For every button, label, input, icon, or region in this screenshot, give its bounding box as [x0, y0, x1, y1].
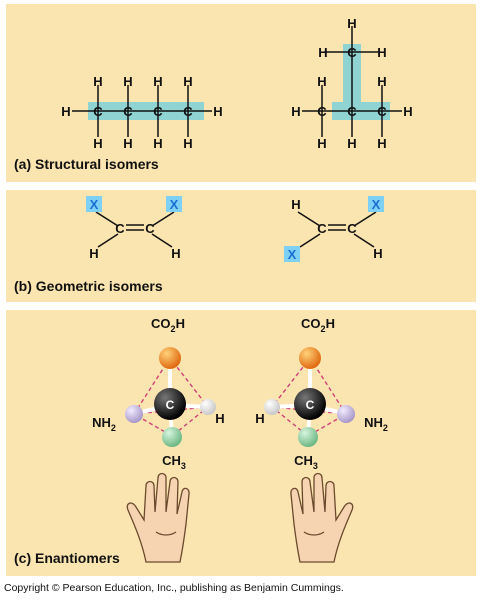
- atom-h: H: [347, 136, 356, 151]
- x-substituent-box: [284, 246, 300, 262]
- atom-h: H: [291, 197, 300, 212]
- atom-c: C: [145, 221, 155, 236]
- atom-h: H: [93, 74, 102, 89]
- enantiomers-diagram: C CO2H NH2 H CH3 C CO2H NH2 H: [92, 316, 388, 563]
- methyl-group-atom: [162, 427, 182, 447]
- atom-h: H: [153, 136, 162, 151]
- atom-h: H: [403, 104, 412, 119]
- atom-h: H: [153, 74, 162, 89]
- panel-structural-isomers: H H H H H H H H H H C C C C H H H: [6, 4, 476, 182]
- atom-h: H: [377, 74, 386, 89]
- atom-x: X: [90, 197, 99, 212]
- co2h-label: CO2H: [151, 316, 185, 334]
- chiral-carbon-atom: [294, 388, 326, 420]
- atom-c: C: [347, 45, 357, 60]
- atom-h: H: [93, 136, 102, 151]
- copyright-footer: Copyright © Pearson Education, Inc., pub…: [4, 582, 344, 594]
- atom-c: C: [306, 398, 315, 412]
- atom-c: C: [166, 398, 175, 412]
- atom-x: X: [288, 247, 297, 262]
- atom-c: C: [123, 104, 133, 119]
- isobutane-molecule: H H H C H H H H C C C H H H: [291, 16, 412, 151]
- x-substituent-box: [86, 196, 102, 212]
- ch3-label: CH3: [162, 453, 186, 471]
- atom-h: H: [291, 104, 300, 119]
- atom-h: H: [377, 45, 386, 60]
- right-hand-icon: [290, 472, 354, 563]
- geometric-isomers-label: (b) Geometric isomers: [14, 278, 163, 294]
- atom-h: H: [213, 104, 222, 119]
- left-hand-icon: [126, 472, 190, 563]
- structural-isomers-diagram: H H H H H H H H H H C C C C H H H: [61, 16, 412, 151]
- amino-group-atom: [125, 405, 143, 423]
- atom-h: H: [347, 16, 356, 31]
- atom-h: H: [183, 74, 192, 89]
- atom-h: H: [123, 74, 132, 89]
- atom-c: C: [153, 104, 163, 119]
- chiral-carbon-atom: [154, 388, 186, 420]
- atom-x: X: [170, 197, 179, 212]
- atom-h: H: [183, 136, 192, 151]
- butane-molecule: H H H H H H H H H H C C C C: [61, 74, 222, 151]
- atom-h: H: [89, 246, 98, 261]
- atom-h: H: [61, 104, 70, 119]
- carboxyl-group-atom: [299, 347, 321, 369]
- carboxyl-group-atom: [159, 347, 181, 369]
- atom-c: C: [317, 104, 327, 119]
- amino-group-atom: [337, 405, 355, 423]
- x-substituent-box: [166, 196, 182, 212]
- atom-h: H: [377, 136, 386, 151]
- left-enantiomer: C CO2H NH2 H CH3: [92, 316, 225, 471]
- nh2-label: NH2: [364, 415, 388, 433]
- panel-enantiomers: C CO2H NH2 H CH3 C CO2H NH2 H: [6, 310, 476, 576]
- atom-c: C: [93, 104, 103, 119]
- panel-geometric-isomers: X X C C H H H X C C X H (b) Geometric is…: [6, 190, 476, 302]
- atom-h: H: [215, 411, 224, 426]
- nh2-label: NH2: [92, 415, 116, 433]
- x-substituent-box: [368, 196, 384, 212]
- cis-isomer: X X C C H H: [89, 197, 180, 261]
- atom-h: H: [255, 411, 264, 426]
- methyl-group-atom: [298, 427, 318, 447]
- atom-c: C: [377, 104, 387, 119]
- atom-h: H: [171, 246, 180, 261]
- atom-c: C: [317, 221, 327, 236]
- ch3-label: CH3: [294, 453, 318, 471]
- trans-isomer: H X C C X H: [288, 197, 383, 262]
- geometric-isomers-diagram: X X C C H H H X C C X H: [86, 196, 384, 262]
- hydrogen-atom: [200, 399, 216, 415]
- atom-h: H: [318, 45, 327, 60]
- atom-h: H: [373, 246, 382, 261]
- co2h-label: CO2H: [301, 316, 335, 334]
- atom-c: C: [347, 221, 357, 236]
- enantiomers-label: (c) Enantiomers: [14, 550, 120, 566]
- atom-x: X: [372, 197, 381, 212]
- structural-isomers-label: (a) Structural isomers: [14, 156, 159, 172]
- right-enantiomer: C CO2H NH2 H CH3: [255, 316, 388, 471]
- atom-h: H: [317, 136, 326, 151]
- atom-h: H: [317, 74, 326, 89]
- hydrogen-atom: [264, 399, 280, 415]
- atom-h: H: [123, 136, 132, 151]
- atom-c: C: [115, 221, 125, 236]
- atom-c: C: [347, 104, 357, 119]
- atom-c: C: [183, 104, 193, 119]
